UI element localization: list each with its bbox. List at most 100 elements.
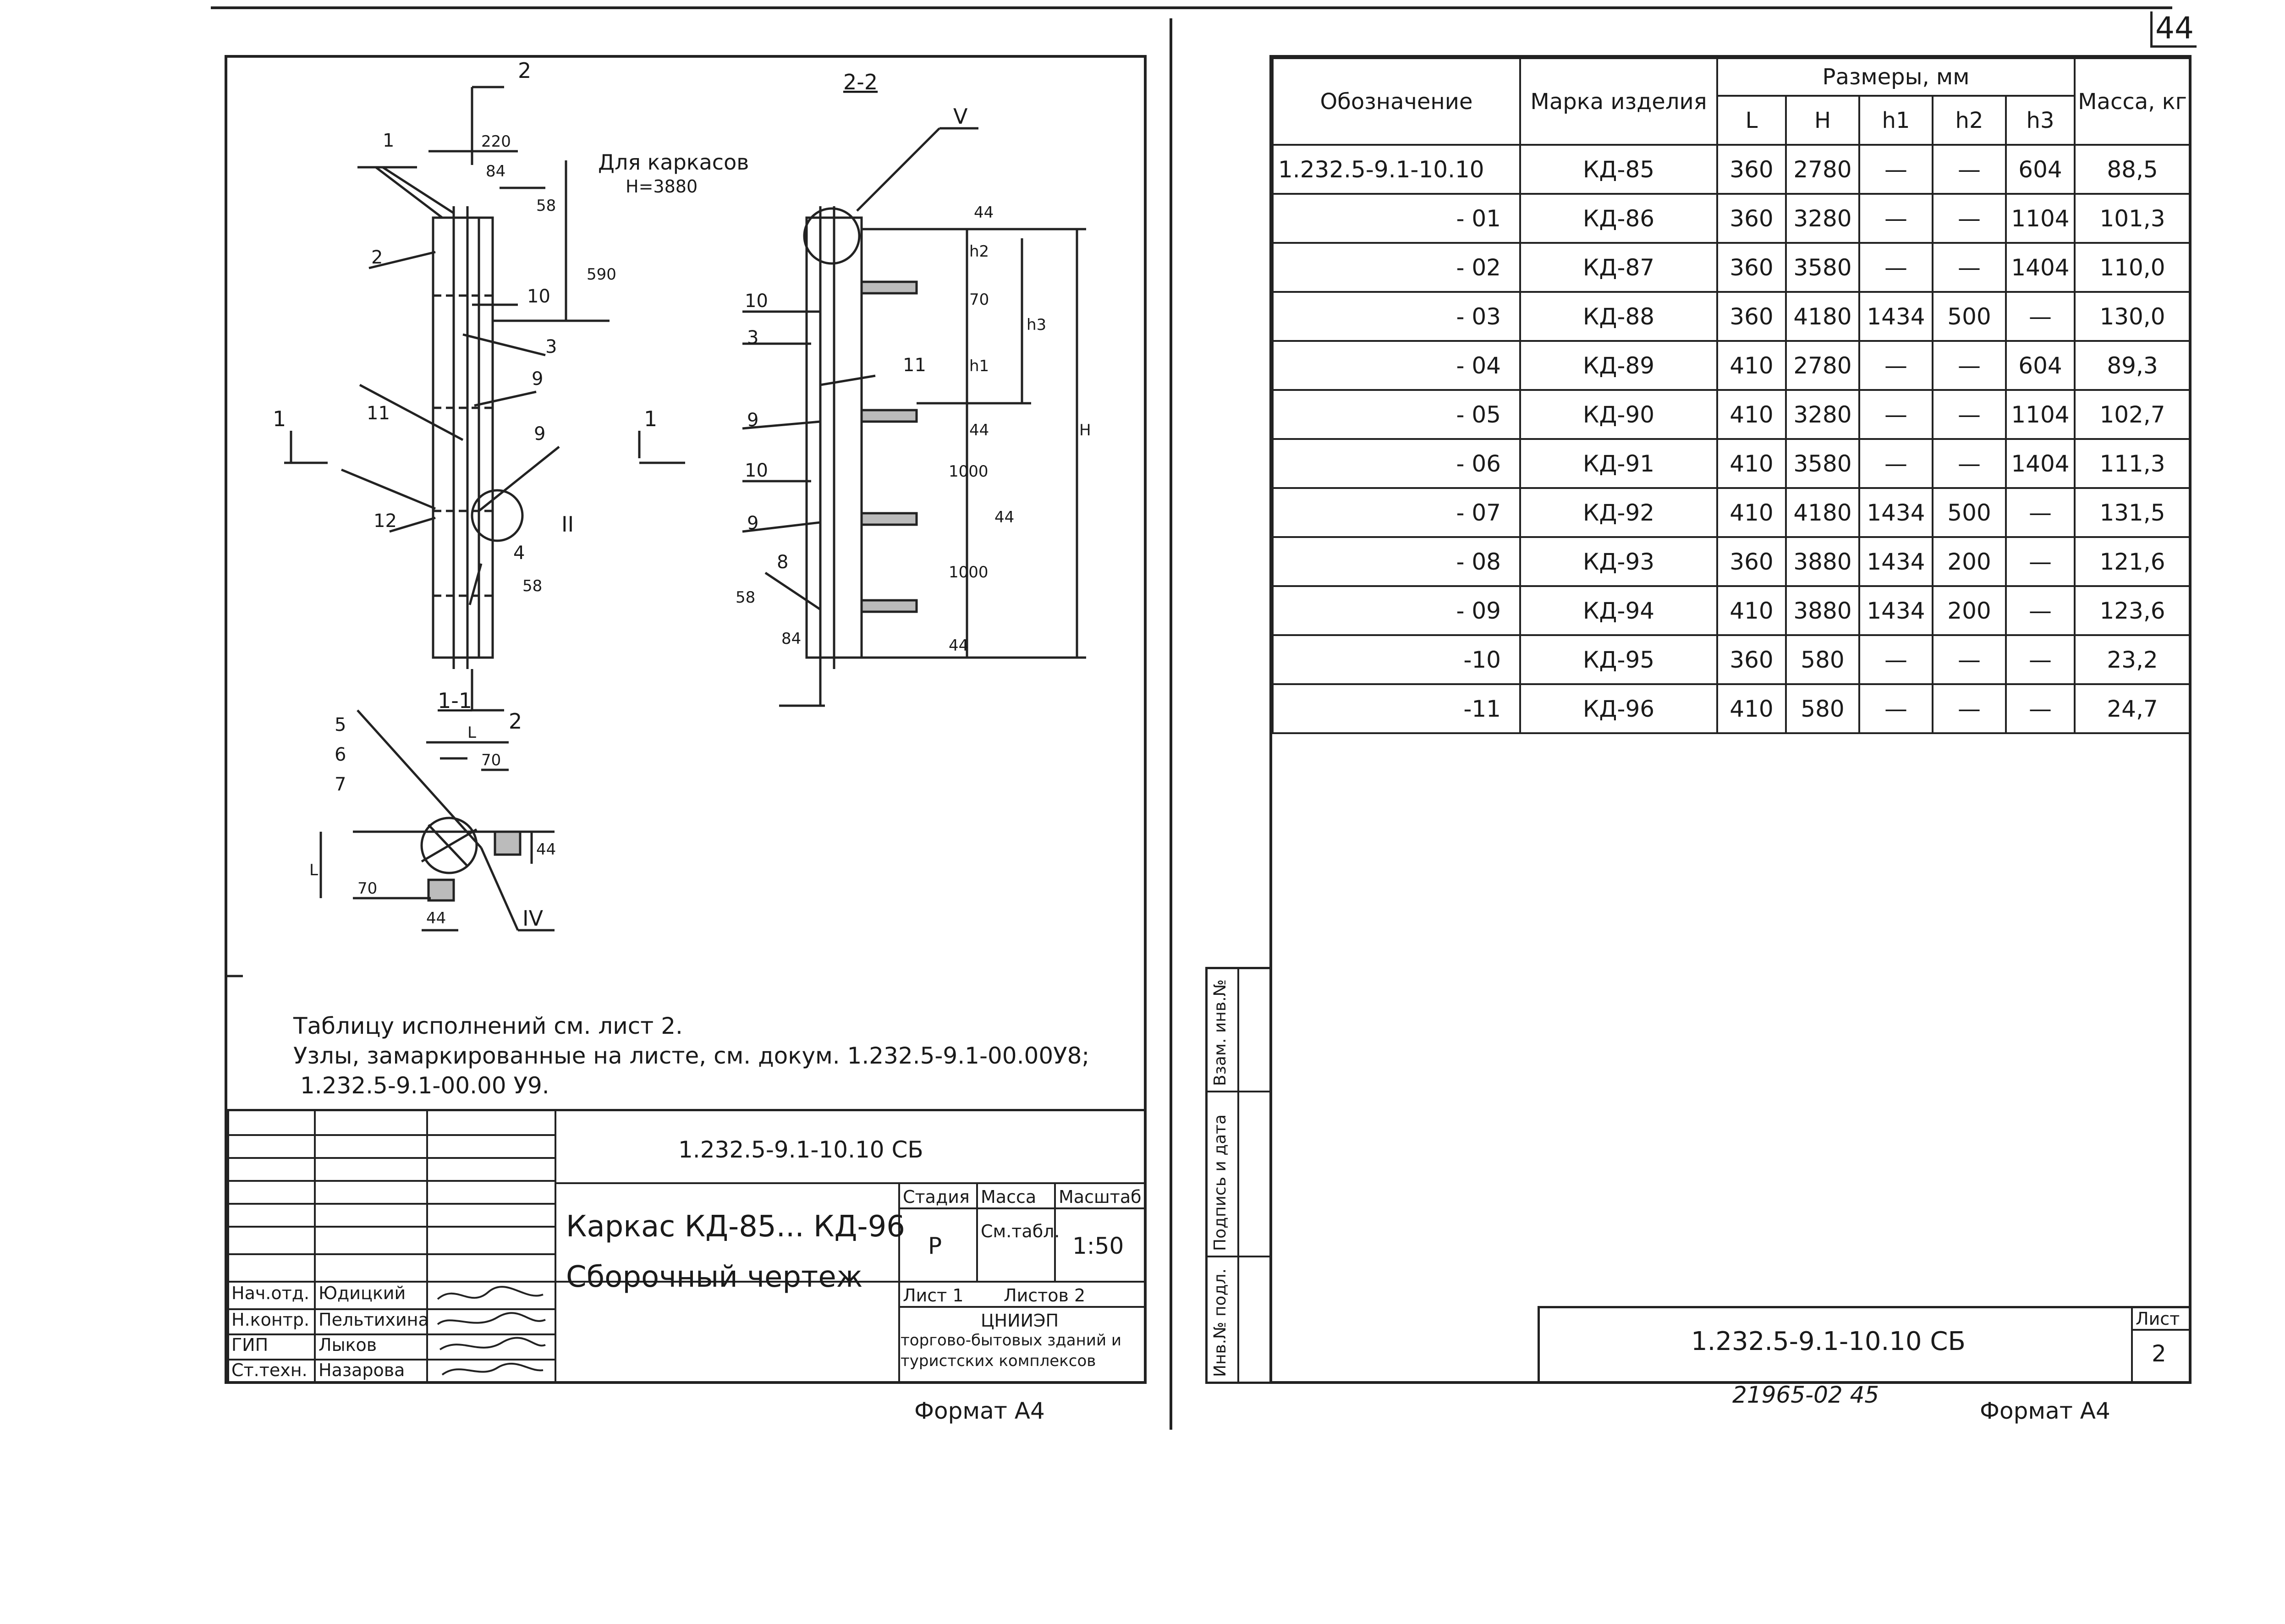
tb-scale-value: 1:50	[1072, 1233, 1124, 1259]
callout-11-right: 11	[903, 355, 926, 376]
cell-mass: 131,5	[2074, 487, 2192, 538]
header-h2: h2	[1932, 95, 2007, 146]
cell-h1: —	[1858, 193, 1933, 244]
dim-h3: h3	[1027, 316, 1046, 334]
cell-brand: КД-89	[1519, 340, 1718, 391]
staff-role-2: Н.контр.	[231, 1310, 310, 1330]
cell-designation: - 08	[1272, 536, 1521, 587]
dim-58-right: 58	[736, 588, 755, 607]
dim-70-section: 70	[481, 751, 501, 769]
header-sizes: Размеры, мм	[1716, 57, 2076, 97]
cell-H: 3280	[1785, 193, 1860, 244]
tb-stage-label: Стадия	[903, 1187, 970, 1207]
cell-h2: 200	[1932, 585, 2007, 636]
callout-9-left-a: 9	[532, 368, 543, 390]
cell-H: 2780	[1785, 340, 1860, 391]
signatures	[437, 1286, 546, 1376]
cell-L: 410	[1716, 389, 1787, 440]
tb-code-row	[555, 1182, 1147, 1184]
tb-title-2: Сборочный чертеж	[566, 1260, 863, 1294]
section-2-2-label: 2-2	[843, 70, 878, 94]
dim-590: 590	[587, 265, 616, 284]
dim-58-top: 58	[536, 197, 556, 215]
cell-h3: —	[2005, 585, 2076, 636]
cell-brand: КД-95	[1519, 634, 1718, 685]
tb-row-i	[227, 1333, 555, 1335]
cell-mass: 123,6	[2074, 585, 2192, 636]
cell-h3: 604	[2005, 340, 2076, 391]
archive-number: 21965-02 45	[1732, 1382, 1879, 1408]
cell-H: 4180	[1785, 487, 1860, 538]
callout-10-right-b: 10	[745, 460, 768, 481]
staff-name-4: Назарова	[319, 1360, 405, 1380]
cell-h2: 500	[1932, 487, 2007, 538]
header-h1: h1	[1858, 95, 1933, 146]
cell-mass: 111,3	[2074, 438, 2192, 489]
cell-L: 360	[1716, 536, 1787, 587]
side-label-inv: Инв.№ подл.	[1211, 1268, 1230, 1377]
cell-designation: - 03	[1272, 291, 1521, 342]
note-3: 1.232.5-9.1-00.00 У9.	[300, 1072, 549, 1099]
side-stamp-row-a	[1205, 1091, 1272, 1092]
dim-L-section: L	[467, 724, 476, 742]
cell-h1: 1434	[1858, 291, 1933, 342]
tb-mass-value: См.табл.	[981, 1221, 1060, 1241]
cell-brand: КД-90	[1519, 389, 1718, 440]
section-1-1-label: 1-1	[438, 688, 472, 713]
staff-role-1: Нач.отд.	[231, 1283, 310, 1303]
node-IV-label: IV	[522, 906, 544, 931]
tb-title-1: Каркас КД-85... КД-96	[566, 1210, 905, 1244]
page-number: 44	[2150, 11, 2197, 48]
tb-row-j	[227, 1359, 555, 1361]
table-row: - 06 КД-91 410 3580 — — 1404 111,3	[1272, 438, 2192, 489]
cell-h1: —	[1858, 634, 1933, 685]
cut-mark-1-left: 1	[273, 406, 286, 431]
tb-sheets: Листов 2	[1004, 1285, 1086, 1306]
callout-5: 5	[335, 714, 346, 735]
table-row: - 04 КД-89 410 2780 — — 604 89,3	[1272, 340, 2192, 391]
cell-h2: —	[1932, 389, 2007, 440]
cell-brand: КД-87	[1519, 242, 1718, 293]
tb-stage-col	[898, 1182, 900, 1384]
cell-designation: - 06	[1272, 438, 1521, 489]
cell-brand: КД-91	[1519, 438, 1718, 489]
callout-7: 7	[335, 774, 346, 795]
cell-h3: 604	[2005, 144, 2076, 195]
staff-name-2: Пельтихина	[319, 1310, 429, 1330]
cell-L: 410	[1716, 438, 1787, 489]
cell-h3: —	[2005, 487, 2076, 538]
left-title-block	[227, 1109, 1147, 1384]
cell-mass: 88,5	[2074, 144, 2192, 195]
callout-9-left-b: 9	[534, 423, 545, 444]
dim-1000-upper: 1000	[949, 462, 989, 481]
cell-H: 3280	[1785, 389, 1860, 440]
table-row: -11 КД-96 410 580 — — — 24,7	[1272, 683, 2192, 734]
callout-10-left: 10	[527, 286, 550, 307]
dim-h2: h2	[969, 242, 989, 261]
cell-H: 580	[1785, 634, 1860, 685]
right-tb-sheet-col	[2131, 1306, 2133, 1384]
cell-designation: -10	[1272, 634, 1521, 685]
dim-44-bottom: 44	[949, 636, 968, 655]
cell-h2: 200	[1932, 536, 2007, 587]
staff-name-3: Лыков	[319, 1335, 377, 1355]
cell-brand: КД-88	[1519, 291, 1718, 342]
cell-h3: 1404	[2005, 242, 2076, 293]
tb-org-3: туристских комплексов	[901, 1352, 1096, 1370]
cell-H: 3880	[1785, 585, 1860, 636]
callout-9-right-a: 9	[747, 410, 758, 431]
tb-row-g	[227, 1281, 1147, 1283]
cell-designation: 1.232.5-9.1-10.10	[1272, 144, 1521, 195]
cell-h3: —	[2005, 683, 2076, 734]
dim-44-section: 44	[536, 840, 556, 859]
left-format-label: Формат А4	[914, 1398, 1045, 1424]
cell-H: 580	[1785, 683, 1860, 734]
cell-designation: - 09	[1272, 585, 1521, 636]
cell-h1: 1434	[1858, 536, 1933, 587]
tb-stage-value: Р	[928, 1233, 942, 1259]
cell-h2: —	[1932, 144, 2007, 195]
header-h3: h3	[2005, 95, 2076, 146]
cell-designation: - 01	[1272, 193, 1521, 244]
cell-h1: —	[1858, 438, 1933, 489]
cell-mass: 23,2	[2074, 634, 2192, 685]
